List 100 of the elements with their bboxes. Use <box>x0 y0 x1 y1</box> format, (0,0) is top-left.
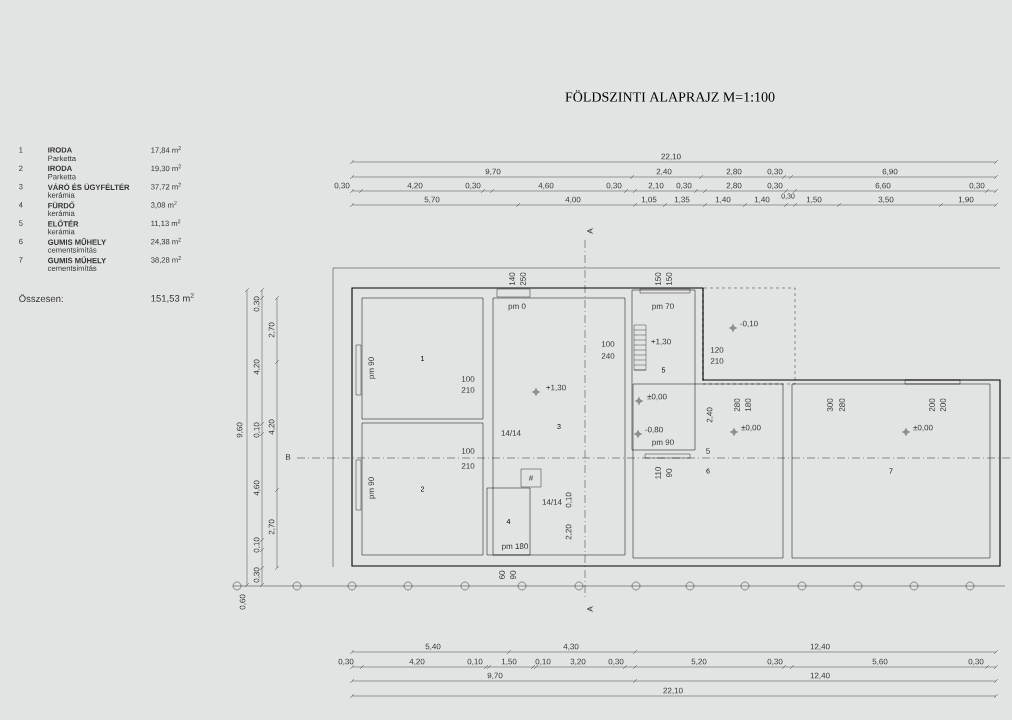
plan-annotation: 100 <box>461 376 475 382</box>
dimension-label: 3,50 <box>878 196 894 204</box>
dimension-label: 4,00 <box>565 196 581 204</box>
plan-annotation: pm 70 <box>652 303 674 311</box>
dimension-label: 0,30 <box>608 658 624 666</box>
dimension-label: 0,30 <box>465 182 481 190</box>
plan-annotation: -0,80 <box>645 426 663 434</box>
plan-annotation: 210 <box>461 387 475 393</box>
dimension-label: 0,30 <box>334 182 350 190</box>
dimension-label: 4,60 <box>253 480 261 496</box>
plan-annotation: 100 <box>601 341 615 347</box>
plan-annotation: pm 90 <box>368 357 376 379</box>
plan-annotation: 210 <box>710 358 724 364</box>
plan-annotation: 14/14 <box>501 430 521 436</box>
dimension-label: 9,70 <box>487 672 503 680</box>
dimension-label: 6,90 <box>882 168 898 176</box>
dimension-label: 9,70 <box>485 168 501 176</box>
plan-annotation: 14/14 <box>542 499 562 505</box>
plan-annotation: 240 <box>601 353 615 359</box>
dimension-label: 0,30 <box>969 182 985 190</box>
dimension-label: 0,30 <box>606 182 622 190</box>
section-mark: B <box>286 454 291 460</box>
dimension-label: 5,20 <box>691 658 707 666</box>
dimension-label: 9,60 <box>236 422 244 438</box>
dimension-label: 2,10 <box>648 182 664 190</box>
plan-annotation: +1,30 <box>546 384 566 392</box>
dimension-label: 5,60 <box>872 658 888 666</box>
dimension-label: 0,30 <box>676 182 692 190</box>
plan-annotation: pm 90 <box>368 477 376 499</box>
plan-annotation: 60 <box>499 570 505 580</box>
plan-annotation: 90 <box>666 468 672 478</box>
plan-annotation: pm 180 <box>502 543 529 551</box>
dimension-label: 0,10 <box>467 658 483 666</box>
plan-annotation: 100 <box>461 448 475 454</box>
plan-annotation: 120 <box>710 347 724 353</box>
dimension-label: 0,30 <box>253 567 261 583</box>
dimension-label: 4,60 <box>538 182 554 190</box>
dimension-label: 4,20 <box>409 658 425 666</box>
dimension-label: 1,50 <box>806 196 822 204</box>
section-mark: A <box>587 228 593 234</box>
plan-annotation: 200 <box>929 398 935 412</box>
dimension-label: 1,40 <box>754 196 770 204</box>
plan-annotation: # <box>528 475 534 481</box>
plan-annotation: 140 <box>509 272 515 286</box>
dimension-label: 0,30 <box>338 658 354 666</box>
dimension-label: 0,10 <box>535 658 551 666</box>
plan-annotation: 250 <box>520 272 526 286</box>
plan-annotation: pm 0 <box>508 303 526 311</box>
dimension-label: 2,70 <box>268 519 276 535</box>
plan-annotation: 180 <box>745 398 751 412</box>
plan-annotation: 300 <box>827 398 833 412</box>
dimension-label: 5,70 <box>424 196 440 204</box>
dimension-label: 4,20 <box>407 182 423 190</box>
plan-annotation: ±0,00 <box>647 393 667 401</box>
dimension-label: 22,10 <box>663 687 683 695</box>
dimension-label: 12,40 <box>810 643 830 651</box>
dimension-label: 1,05 <box>641 196 657 204</box>
dimension-label: 0,60 <box>239 594 247 610</box>
plan-annotation: ±0,00 <box>913 424 933 432</box>
dimension-label: 12,40 <box>810 672 830 680</box>
dimension-label: 2,40 <box>656 168 672 176</box>
plan-annotation: 2,40 <box>706 407 714 423</box>
section-mark: A <box>587 606 593 612</box>
plan-annotation: 90 <box>510 570 516 580</box>
plan-annotation: 5 <box>706 448 710 454</box>
plan-annotation: -0,10 <box>740 320 758 328</box>
dimension-label: 0,30 <box>968 658 984 666</box>
dimension-label: 6,60 <box>875 182 891 190</box>
dimension-label: 2,80 <box>726 168 742 176</box>
dimension-label: 3,20 <box>570 658 586 666</box>
dimension-label: 1,90 <box>958 196 974 204</box>
dimension-label: 0,30 <box>767 182 783 190</box>
dimension-label: 0,10 <box>253 422 261 438</box>
plan-annotation: +1,30 <box>651 338 671 346</box>
plan-annotation: 210 <box>461 463 475 469</box>
dimension-label: 2,70 <box>268 322 276 338</box>
plan-annotation: ±0,00 <box>741 424 761 432</box>
dimension-label: 22,10 <box>661 153 681 161</box>
total-area: Összesen: <box>19 294 63 302</box>
plan-annotation: 280 <box>734 398 740 412</box>
plan-annotation: 110 <box>655 466 661 479</box>
plan-annotation: 2,20 <box>565 524 573 540</box>
dimension-label: 0,30 <box>253 296 261 312</box>
plan-annotation: pm 90 <box>652 439 674 447</box>
dimension-label: 1,35 <box>674 196 690 204</box>
dimension-label: 0,30 <box>767 658 783 666</box>
dimension-label: 4,20 <box>253 359 261 375</box>
dimension-label: 1,40 <box>715 196 731 204</box>
plan-annotation: 280 <box>839 398 845 412</box>
dimension-label: 5,40 <box>425 643 441 651</box>
dimension-label: 2,80 <box>726 182 742 190</box>
plan-annotation: 0,10 <box>565 492 573 508</box>
dimension-label: 0,30 <box>767 168 783 176</box>
dimension-label: 4,30 <box>563 643 579 651</box>
dimension-label: 0,10 <box>253 537 261 553</box>
total-area: 151,53 m$^{2}$ <box>151 293 194 303</box>
plan-annotation: 200 <box>940 398 946 412</box>
dimension-label: 1,50 <box>501 658 517 666</box>
dimension-label: 4,20 <box>268 419 276 435</box>
title: FÖLDSZINTI ALAPRAJZ M=1:100 <box>565 90 775 102</box>
